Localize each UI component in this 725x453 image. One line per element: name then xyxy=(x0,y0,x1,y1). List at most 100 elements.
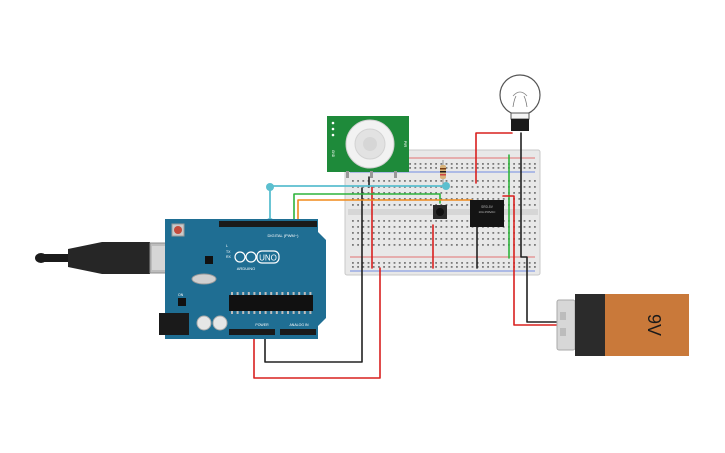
wire-joint xyxy=(266,183,274,191)
breadboard-hole xyxy=(487,192,489,194)
pir-sensor[interactable]: PIR GND xyxy=(327,116,409,178)
breadboard-hole xyxy=(357,238,359,240)
breadboard-hole xyxy=(357,192,359,194)
breadboard-hole xyxy=(445,167,448,169)
breadboard-hole xyxy=(414,226,417,228)
chip-pin xyxy=(281,311,284,314)
breadboard-hole xyxy=(523,198,526,200)
breadboard-hole xyxy=(450,238,453,240)
relay-module[interactable]: SRD-5V 10A 250VAC xyxy=(470,200,504,227)
breadboard-hole xyxy=(352,244,354,246)
breadboard-hole xyxy=(456,198,458,200)
breadboard-hole xyxy=(414,244,417,246)
breadboard-hole xyxy=(534,244,536,246)
breadboard-hole xyxy=(487,232,489,234)
breadboard-hole xyxy=(450,220,453,222)
breadboard-hole xyxy=(482,180,484,182)
breadboard-hole xyxy=(466,163,469,165)
breadboard-hole xyxy=(367,220,370,222)
arduino-uno-board[interactable]: UNO ARDUINO DIGITAL (PWM~) POWER ANALOG … xyxy=(35,219,326,339)
breadboard-hole xyxy=(378,226,380,228)
resistor[interactable] xyxy=(440,160,446,184)
breadboard-hole xyxy=(492,167,495,169)
breadboard-hole xyxy=(518,186,521,188)
breadboard-hole xyxy=(461,180,463,182)
breadboard-hole xyxy=(393,204,396,206)
breadboard-hole xyxy=(445,192,448,194)
breadboard-hole xyxy=(440,192,443,194)
on-label: ON xyxy=(178,293,184,297)
breadboard-hole xyxy=(388,204,391,206)
breadboard-hole xyxy=(528,163,531,165)
breadboard-hole xyxy=(419,220,422,222)
pir-pins xyxy=(346,171,397,178)
breadboard-hole xyxy=(466,244,469,246)
breadboard-hole xyxy=(471,244,474,246)
breadboard-hole xyxy=(487,266,489,268)
breadboard-hole xyxy=(393,226,396,228)
breadboard-hole xyxy=(445,244,448,246)
breadboard-hole xyxy=(414,262,417,264)
breadboard-hole xyxy=(518,167,521,169)
breadboard-hole xyxy=(409,180,411,182)
breadboard-hole xyxy=(409,220,411,222)
crystal xyxy=(191,273,217,285)
breadboard-hole xyxy=(372,262,375,264)
breadboard-hole xyxy=(450,186,453,188)
breadboard-hole xyxy=(482,266,484,268)
breadboard-hole xyxy=(445,238,448,240)
pir-pin-label: GND xyxy=(331,150,335,158)
breadboard-hole xyxy=(430,238,432,240)
breadboard-hole xyxy=(502,232,505,234)
breadboard-hole xyxy=(461,232,463,234)
breadboard-hole xyxy=(523,238,526,240)
breadboard-hole xyxy=(398,266,401,268)
breadboard-hole xyxy=(383,238,385,240)
breadboard-hole xyxy=(487,198,489,200)
breadboard-hole xyxy=(383,198,385,200)
breadboard-hole xyxy=(440,220,443,222)
breadboard-hole xyxy=(362,198,365,200)
breadboard-hole xyxy=(383,220,385,222)
breadboard-hole xyxy=(476,167,479,169)
analog-label: ANALOG IN xyxy=(289,323,309,327)
breadboard-hole xyxy=(430,167,432,169)
breadboard-hole xyxy=(476,180,479,182)
breadboard-hole xyxy=(528,198,531,200)
rx-label: RX xyxy=(226,255,232,259)
breadboard-hole xyxy=(508,262,510,264)
light-bulb[interactable] xyxy=(499,74,541,131)
breadboard-hole xyxy=(378,198,380,200)
breadboard-hole xyxy=(497,232,500,234)
breadboard-hole xyxy=(440,226,443,228)
breadboard-hole xyxy=(404,262,406,264)
breadboard-hole xyxy=(367,198,370,200)
breadboard-hole xyxy=(419,198,422,200)
breadboard-hole xyxy=(393,266,396,268)
breadboard-hole xyxy=(362,244,365,246)
breadboard-hole xyxy=(372,226,375,228)
breadboard-hole xyxy=(430,163,432,165)
model-text: UNO xyxy=(259,254,277,263)
battery-9v[interactable]: 9V xyxy=(556,294,689,356)
chip-pin xyxy=(236,311,239,314)
breadboard-hole xyxy=(367,232,370,234)
breadboard-hole xyxy=(440,232,443,234)
chip-pin xyxy=(247,311,250,314)
breadboard-hole xyxy=(502,262,505,264)
breadboard-hole xyxy=(440,180,443,182)
breadboard-hole xyxy=(482,244,484,246)
breadboard-hole xyxy=(414,266,417,268)
breadboard-hole xyxy=(430,232,432,234)
breadboard-hole xyxy=(383,192,385,194)
breadboard-hole xyxy=(388,238,391,240)
breadboard-hole xyxy=(424,262,427,264)
breadboard-hole xyxy=(440,262,443,264)
chip-pin xyxy=(309,311,312,314)
breadboard-hole xyxy=(518,198,521,200)
breadboard-hole xyxy=(404,192,406,194)
push-button[interactable] xyxy=(433,205,447,219)
breadboard-hole xyxy=(497,266,500,268)
breadboard-hole xyxy=(518,180,521,182)
breadboard-hole xyxy=(466,232,469,234)
